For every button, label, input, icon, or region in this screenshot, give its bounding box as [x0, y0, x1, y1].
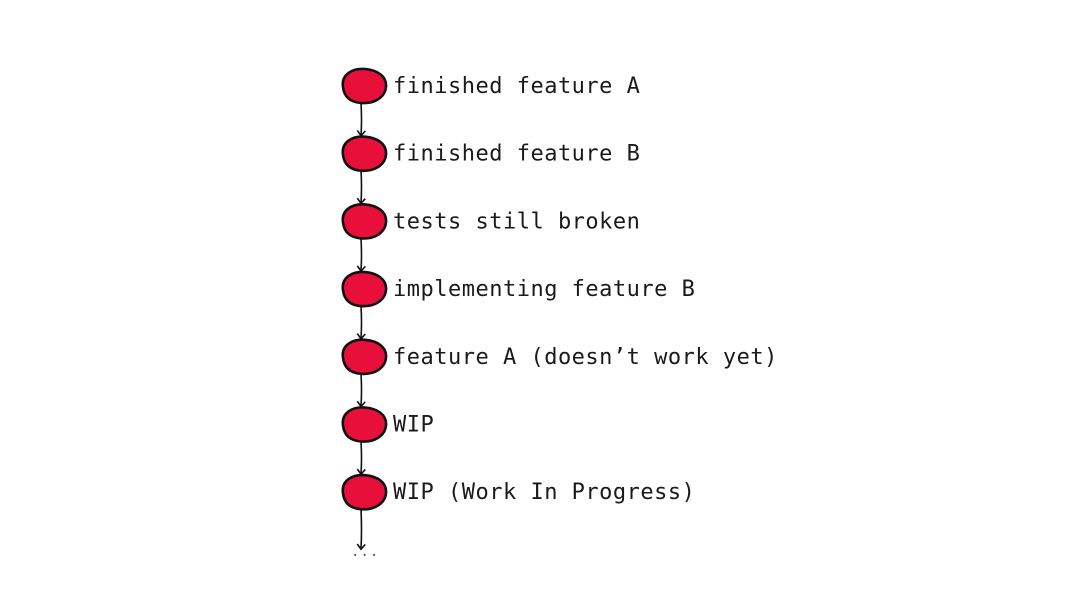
commit-node [341, 67, 388, 105]
commit-item: finished feature A [341, 67, 640, 105]
commit-message-label: WIP [393, 413, 434, 438]
commit-item: WIP (Work In Progress) [341, 473, 695, 511]
commit-edge-arrow [356, 238, 366, 273]
history-continues-ellipsis: ... [351, 544, 379, 560]
commit-message-label: implementing feature B [393, 277, 695, 302]
commit-message-label: tests still broken [393, 209, 640, 234]
commit-item: implementing feature B [341, 270, 695, 308]
commit-edge-arrow [356, 170, 366, 205]
commit-message-label: WIP (Work In Progress) [393, 480, 695, 505]
commit-message-label: finished feature B [393, 142, 640, 167]
commit-node [341, 473, 388, 511]
commit-item: tests still broken [341, 203, 640, 240]
commit-node [341, 270, 388, 308]
commit-item: WIP [341, 406, 434, 443]
commit-edge-arrow [356, 373, 366, 408]
commit-edge-arrow [356, 441, 366, 476]
commit-item: finished feature B [341, 135, 640, 173]
commit-node [341, 203, 388, 240]
commit-message-label: feature A (doesn’t work yet) [393, 345, 778, 370]
commit-edge-arrow [356, 509, 366, 551]
commit-node [341, 406, 388, 443]
commit-edge-arrow [356, 306, 366, 341]
commit-node [341, 135, 388, 173]
commit-edges [356, 102, 366, 551]
commit-item: feature A (doesn’t work yet) [341, 338, 778, 376]
commit-message-label: finished feature A [393, 74, 640, 99]
commit-nodes: finished feature A finished feature B test… [341, 67, 778, 511]
commit-edge-arrow [356, 102, 366, 137]
commit-node [341, 338, 388, 376]
